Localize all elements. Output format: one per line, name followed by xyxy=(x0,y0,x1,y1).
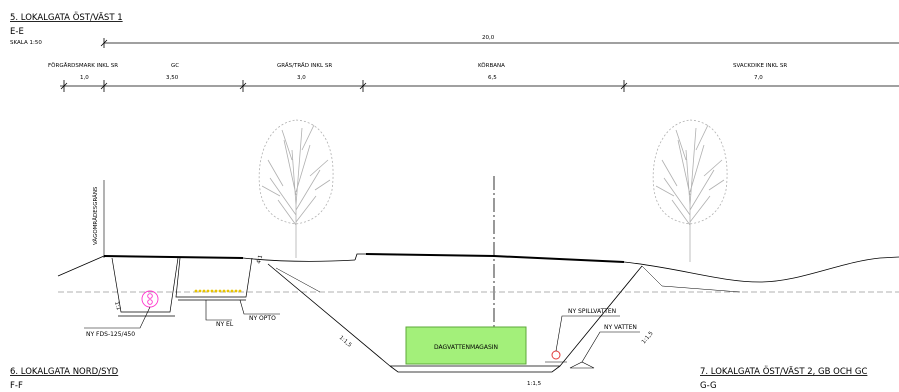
fds-pipe-icon xyxy=(141,290,159,308)
water-pipe-icon xyxy=(569,361,595,369)
road-boundary-label: VÄGOMRÅDESGRÄNS xyxy=(92,186,99,245)
tree-left-icon xyxy=(258,119,334,258)
zone-dimension: FÖRGÅRDSMARK INKL SR 1,0 GC 3,50 GRÄS/TR… xyxy=(48,62,899,92)
zone-slash xyxy=(60,82,68,90)
cable-markers-icon xyxy=(194,289,242,293)
section-5-code: E-E xyxy=(10,27,24,37)
total-width-label: 20,0 xyxy=(482,35,495,41)
zone-slash xyxy=(620,82,628,90)
zone-name-forgardsmark: FÖRGÅRDSMARK INKL SR xyxy=(48,62,118,69)
callout-opto-label: NY OPTO xyxy=(249,315,276,322)
ground-surface xyxy=(57,253,899,293)
zone-ticks xyxy=(60,80,628,92)
callout-el-label: NY EL xyxy=(216,321,234,328)
slope-left-surface xyxy=(57,255,105,277)
slope-label-pit-right: 1:1,5 xyxy=(641,330,655,345)
zone-slash xyxy=(100,82,108,90)
zone-width-gras-trad: 3,0 xyxy=(297,75,306,81)
zone-name-korbana: KÖRBANA xyxy=(478,62,505,69)
section-5-title: 5. LOKALGATA ÖST/VÄST 1 xyxy=(10,12,123,23)
spill-pipe-icon xyxy=(545,350,567,363)
callout-fds: NY FDS-125/450 xyxy=(84,306,151,338)
slope-label-pit-left: 1:1,5 xyxy=(338,335,353,349)
trench-cables xyxy=(175,257,253,301)
section-5-header: 5. LOKALGATA ÖST/VÄST 1 E-E SKALA 1:50 xyxy=(10,12,123,46)
callout-vatten-label: NY VATTEN xyxy=(604,324,637,331)
section-7-title: 7. LOKALGATA ÖST/VÄST 2, GB OCH GC xyxy=(700,366,867,377)
section-6-header: 6. LOKALGATA NORD/SYD F-F xyxy=(10,367,119,391)
zone-name-svackdike: SVACKDIKE INKL SR xyxy=(733,63,787,69)
curb xyxy=(354,253,366,261)
zone-width-korbana: 6,5 xyxy=(488,75,497,81)
tree-right-icon xyxy=(652,119,728,262)
zone-name-gras-trad: GRÄS/TRÄD INKL SR xyxy=(277,62,332,69)
dagvattenmagasin-box: DAGVATTENMAGASIN xyxy=(405,326,527,365)
callout-fds-label: NY FDS-125/450 xyxy=(86,331,135,338)
section-7-header: 7. LOKALGATA ÖST/VÄST 2, GB OCH GC G-G xyxy=(700,366,867,391)
slope-label-right-trench: 4:1 xyxy=(256,254,264,264)
swale-surface xyxy=(623,256,899,283)
callout-opto: NY OPTO xyxy=(239,299,280,322)
trench-left xyxy=(111,257,179,317)
callout-spill: NY SPILLVATTEN xyxy=(555,308,620,352)
magasin-label: DAGVATTENMAGASIN xyxy=(434,344,498,351)
roadway-pavement xyxy=(365,253,625,263)
callout-spill-label: NY SPILLVATTEN xyxy=(568,308,616,315)
zone-width-forgardsmark: 1,0 xyxy=(80,75,89,81)
slope-label-pit-bottom: 1:1,5 xyxy=(527,381,542,387)
callout-el: NY EL xyxy=(205,300,234,328)
callout-vatten: NY VATTEN xyxy=(581,324,640,363)
magasin-rect xyxy=(405,326,527,365)
section-7-code: G-G xyxy=(700,381,717,391)
grass-surface xyxy=(242,257,356,262)
total-dimension: 20,0 xyxy=(100,35,899,48)
zone-name-gc: GC xyxy=(171,63,179,69)
total-dimension-start-slash xyxy=(100,39,108,47)
section-5-scale: SKALA 1:50 xyxy=(10,40,42,46)
road-boundary: VÄGOMRÅDESGRÄNS xyxy=(92,180,105,258)
slope-label-left-trench: 1:1 xyxy=(113,301,121,311)
zone-width-svackdike: 7,0 xyxy=(754,75,763,81)
zone-slash xyxy=(239,82,247,90)
section-6-title: 6. LOKALGATA NORD/SYD xyxy=(10,367,119,377)
zone-width-gc: 3,50 xyxy=(166,75,179,81)
gc-pavement xyxy=(103,255,244,259)
zone-slash xyxy=(359,82,367,90)
section-6-code: F-F xyxy=(10,381,23,391)
